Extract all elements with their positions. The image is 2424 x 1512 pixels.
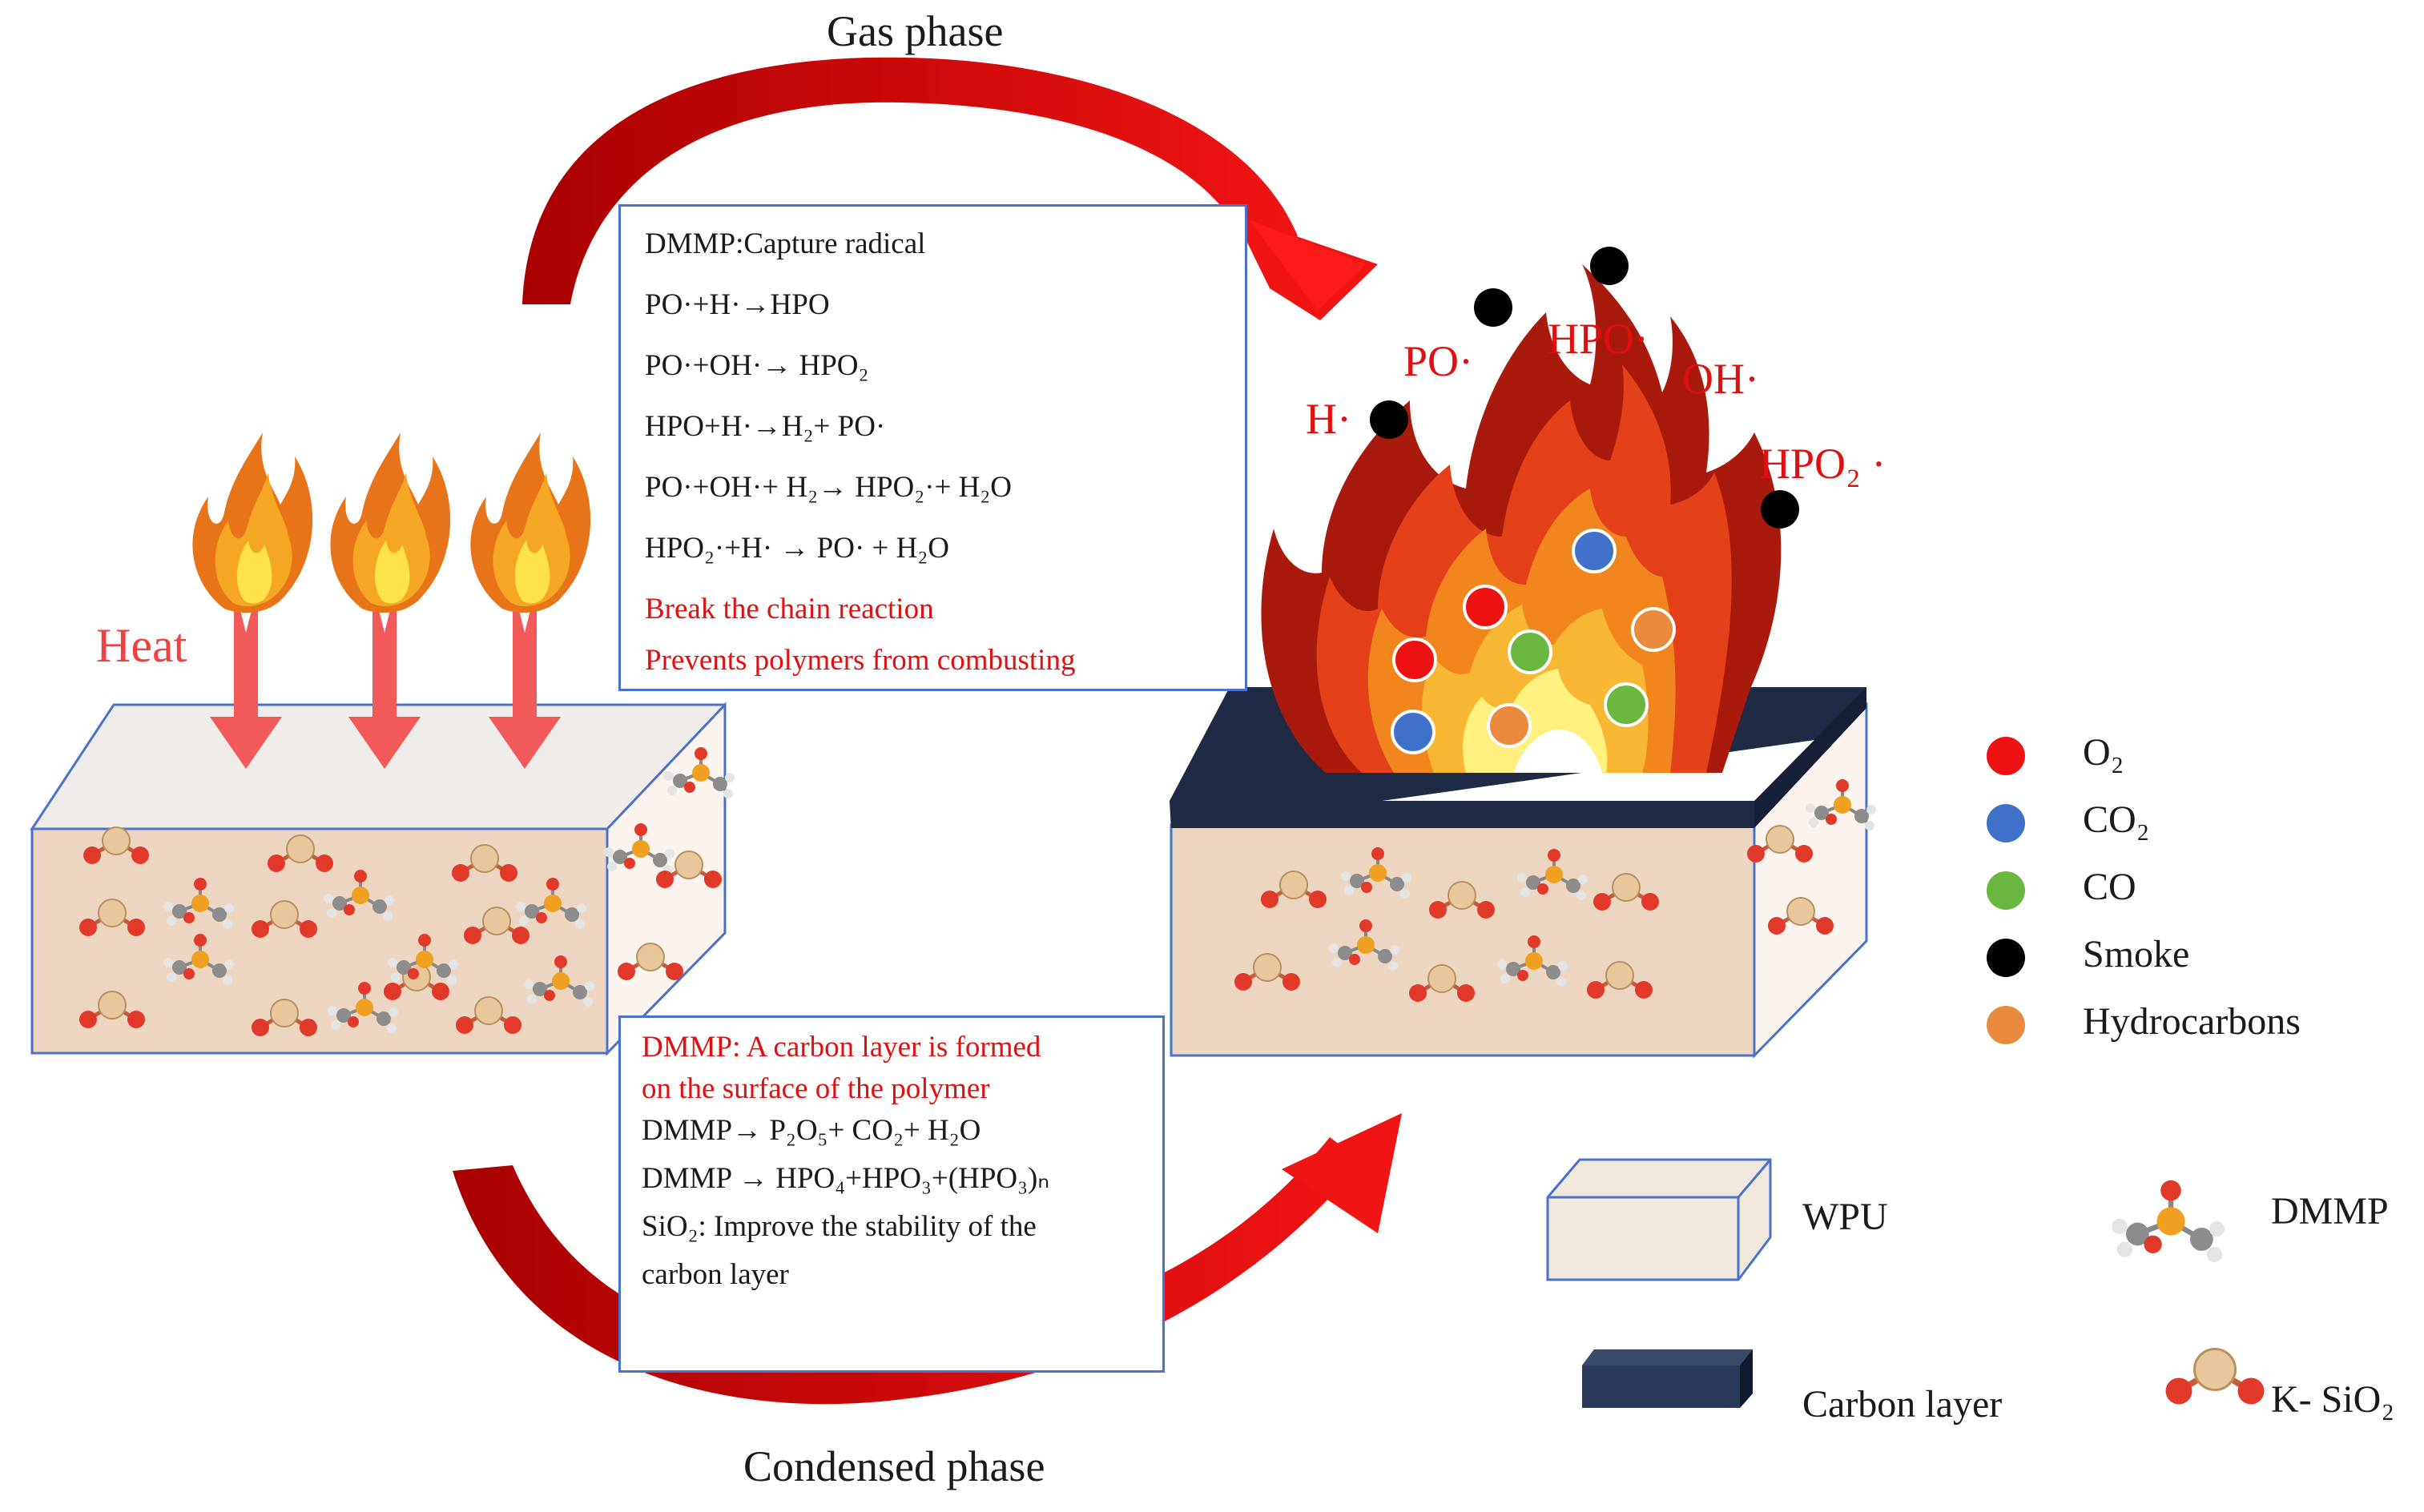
gas-phase-line: HPO+H·→H₂+ PO· — [645, 410, 886, 443]
condensed-phase-line: carbon layer — [642, 1258, 789, 1291]
legend-swatch — [1987, 737, 2025, 775]
co-dot — [1604, 682, 1649, 727]
smoke-dot — [1474, 288, 1512, 327]
radical-hpo2: HPO₂ · — [1759, 440, 1886, 488]
legend-wpu-label: WPU — [1802, 1196, 1888, 1238]
gas-phase-line: PO·+H·→HPO — [645, 288, 830, 321]
condensed-phase-line: on the surface of the polymer — [642, 1072, 990, 1105]
gas-phase-line: PO·+OH·→ HPO₂ — [645, 349, 869, 382]
hydrocarbon-dot — [1631, 607, 1676, 652]
radical-hpo: HPO· — [1548, 315, 1649, 363]
condensed-phase-label: Condensed phase — [743, 1442, 1045, 1490]
hydrocarbon-dot — [1487, 703, 1532, 748]
radical-oh: OH· — [1682, 355, 1759, 403]
gas-phase-line: DMMP:Capture radical — [645, 227, 926, 260]
smoke-dot — [1761, 490, 1799, 529]
legend-label: CO — [2083, 866, 2136, 908]
legend-swatch — [1987, 1006, 2025, 1044]
o2-dot — [1392, 637, 1437, 682]
legend-carbon-layer-label: Carbon layer — [1802, 1383, 2003, 1426]
condensed-phase-box: DMMP: A carbon layer is formed on the sur… — [618, 1015, 1165, 1373]
carbon-layer-icon — [1582, 1349, 1753, 1408]
legend-label: Smoke — [2083, 933, 2190, 975]
radical-h: H· — [1306, 395, 1351, 443]
co2-dot — [1572, 529, 1617, 573]
legend-swatch — [1987, 871, 2025, 910]
gas-phase-line: Break the chain reaction — [645, 593, 934, 625]
legend-dmmp-label: DMMP — [2271, 1190, 2389, 1233]
co2-dot — [1391, 710, 1435, 754]
o2-dot — [1463, 585, 1508, 629]
condensed-phase-line: SiO₂: Improve the stability of the — [642, 1210, 1037, 1243]
condensed-phase-lines: DMMP: A carbon layer is formed on the sur… — [642, 1032, 1162, 1290]
legend-swatch — [1987, 939, 2025, 977]
condensed-phase-line: DMMP: A carbon layer is formed — [642, 1031, 1041, 1064]
legend-label: Hydrocarbons — [2083, 1000, 2301, 1043]
legend-label: CO₂ — [2083, 798, 2150, 841]
radical-po: PO· — [1403, 337, 1474, 385]
smoke-dot — [1590, 247, 1629, 285]
condensed-phase-line: DMMP→ P₂O₅+ CO₂+ H₂O — [642, 1114, 981, 1147]
legend-k-sio2-label: K- SiO₂ — [2271, 1378, 2395, 1421]
gas-phase-line: Prevents polymers from combusting — [645, 644, 1076, 677]
legend-label: O₂ — [2083, 731, 2124, 774]
wpu-icon — [1546, 1158, 1772, 1281]
co-dot — [1508, 629, 1552, 674]
legend-swatch — [1987, 804, 2025, 842]
gas-phase-line: PO·+OH·+ H₂→ HPO₂·+ H₂O — [645, 471, 1012, 504]
condensed-phase-line: DMMP → HPO₄+HPO₃+(HPO₃)ₙ — [642, 1162, 1050, 1195]
gas-phase-label: Gas phase — [827, 7, 1004, 55]
smoke-dot — [1370, 400, 1408, 439]
gas-phase-line: HPO₂·+H· → PO· + H₂O — [645, 532, 949, 565]
heat-label: Heat — [96, 619, 187, 672]
